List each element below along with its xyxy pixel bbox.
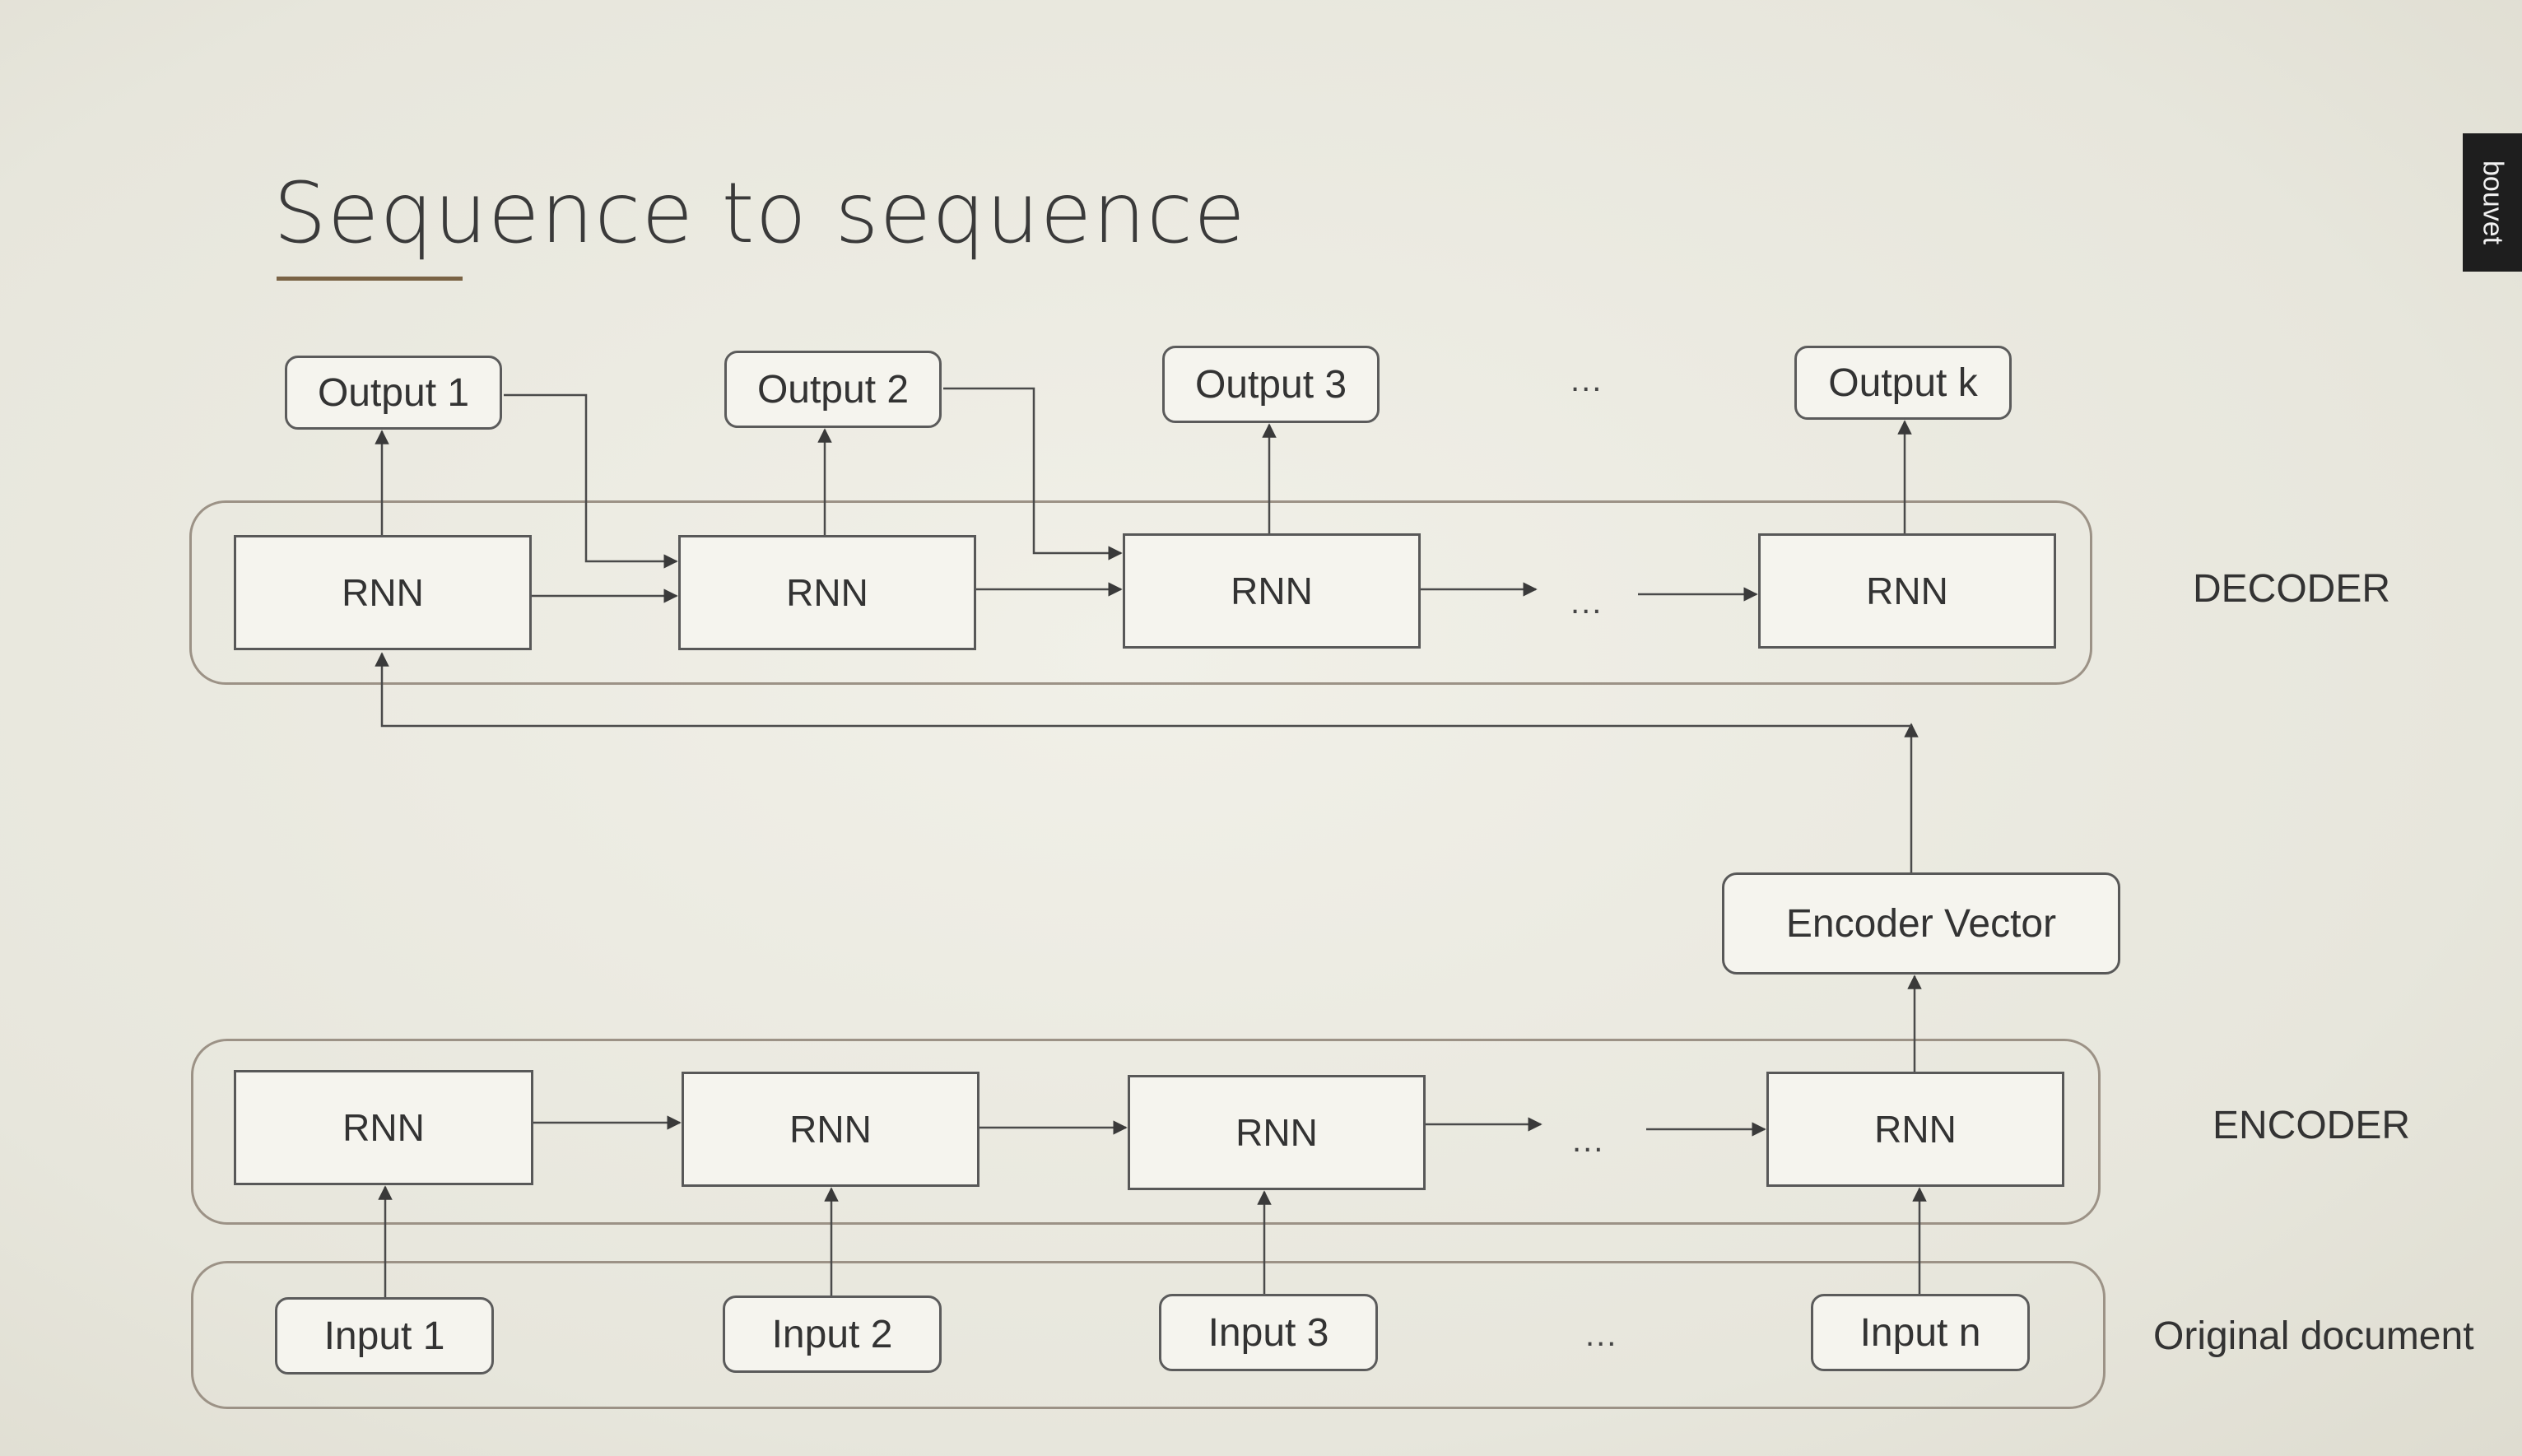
encoder-group	[191, 1039, 2101, 1225]
encoder-rnn-4: RNN	[1766, 1072, 2064, 1187]
decoder-rnn-3: RNN	[1123, 533, 1421, 649]
decoder-rnn-ellipsis: ...	[1570, 584, 1603, 621]
decoder-output-2: Output 2	[724, 351, 942, 428]
encoder-rnn-3: RNN	[1128, 1075, 1426, 1190]
input-2: Input 2	[723, 1296, 942, 1373]
decoder-rnn-2: RNN	[678, 535, 976, 650]
decoder-output-3: Output 3	[1162, 346, 1380, 423]
decoder-label: DECODER	[2193, 567, 2391, 611]
input-ellipsis: ...	[1585, 1317, 1618, 1353]
input-3: Input 3	[1159, 1294, 1378, 1371]
encoder-rnn-ellipsis: ...	[1572, 1123, 1605, 1159]
title-underline	[277, 277, 463, 281]
input-1: Input 1	[275, 1297, 494, 1375]
original-document-group	[191, 1261, 2106, 1409]
encoder-rnn-1: RNN	[234, 1070, 533, 1185]
encoder-vector: Encoder Vector	[1722, 872, 2120, 975]
encoder-rnn-2: RNN	[682, 1072, 979, 1187]
input-n: Input n	[1811, 1294, 2030, 1371]
encoder-label: ENCODER	[2213, 1104, 2411, 1147]
slide-title: Sequence to sequence	[273, 165, 1246, 263]
brand-logo: bouvet	[2463, 133, 2522, 272]
decoder-rnn-1: RNN	[234, 535, 532, 650]
original-document-label: Original document	[2153, 1314, 2474, 1358]
decoder-rnn-4: RNN	[1758, 533, 2056, 649]
decoder-output-k: Output k	[1794, 346, 2012, 420]
decoder-output-1: Output 1	[285, 356, 502, 430]
decoder-output-ellipsis: ...	[1570, 362, 1603, 398]
